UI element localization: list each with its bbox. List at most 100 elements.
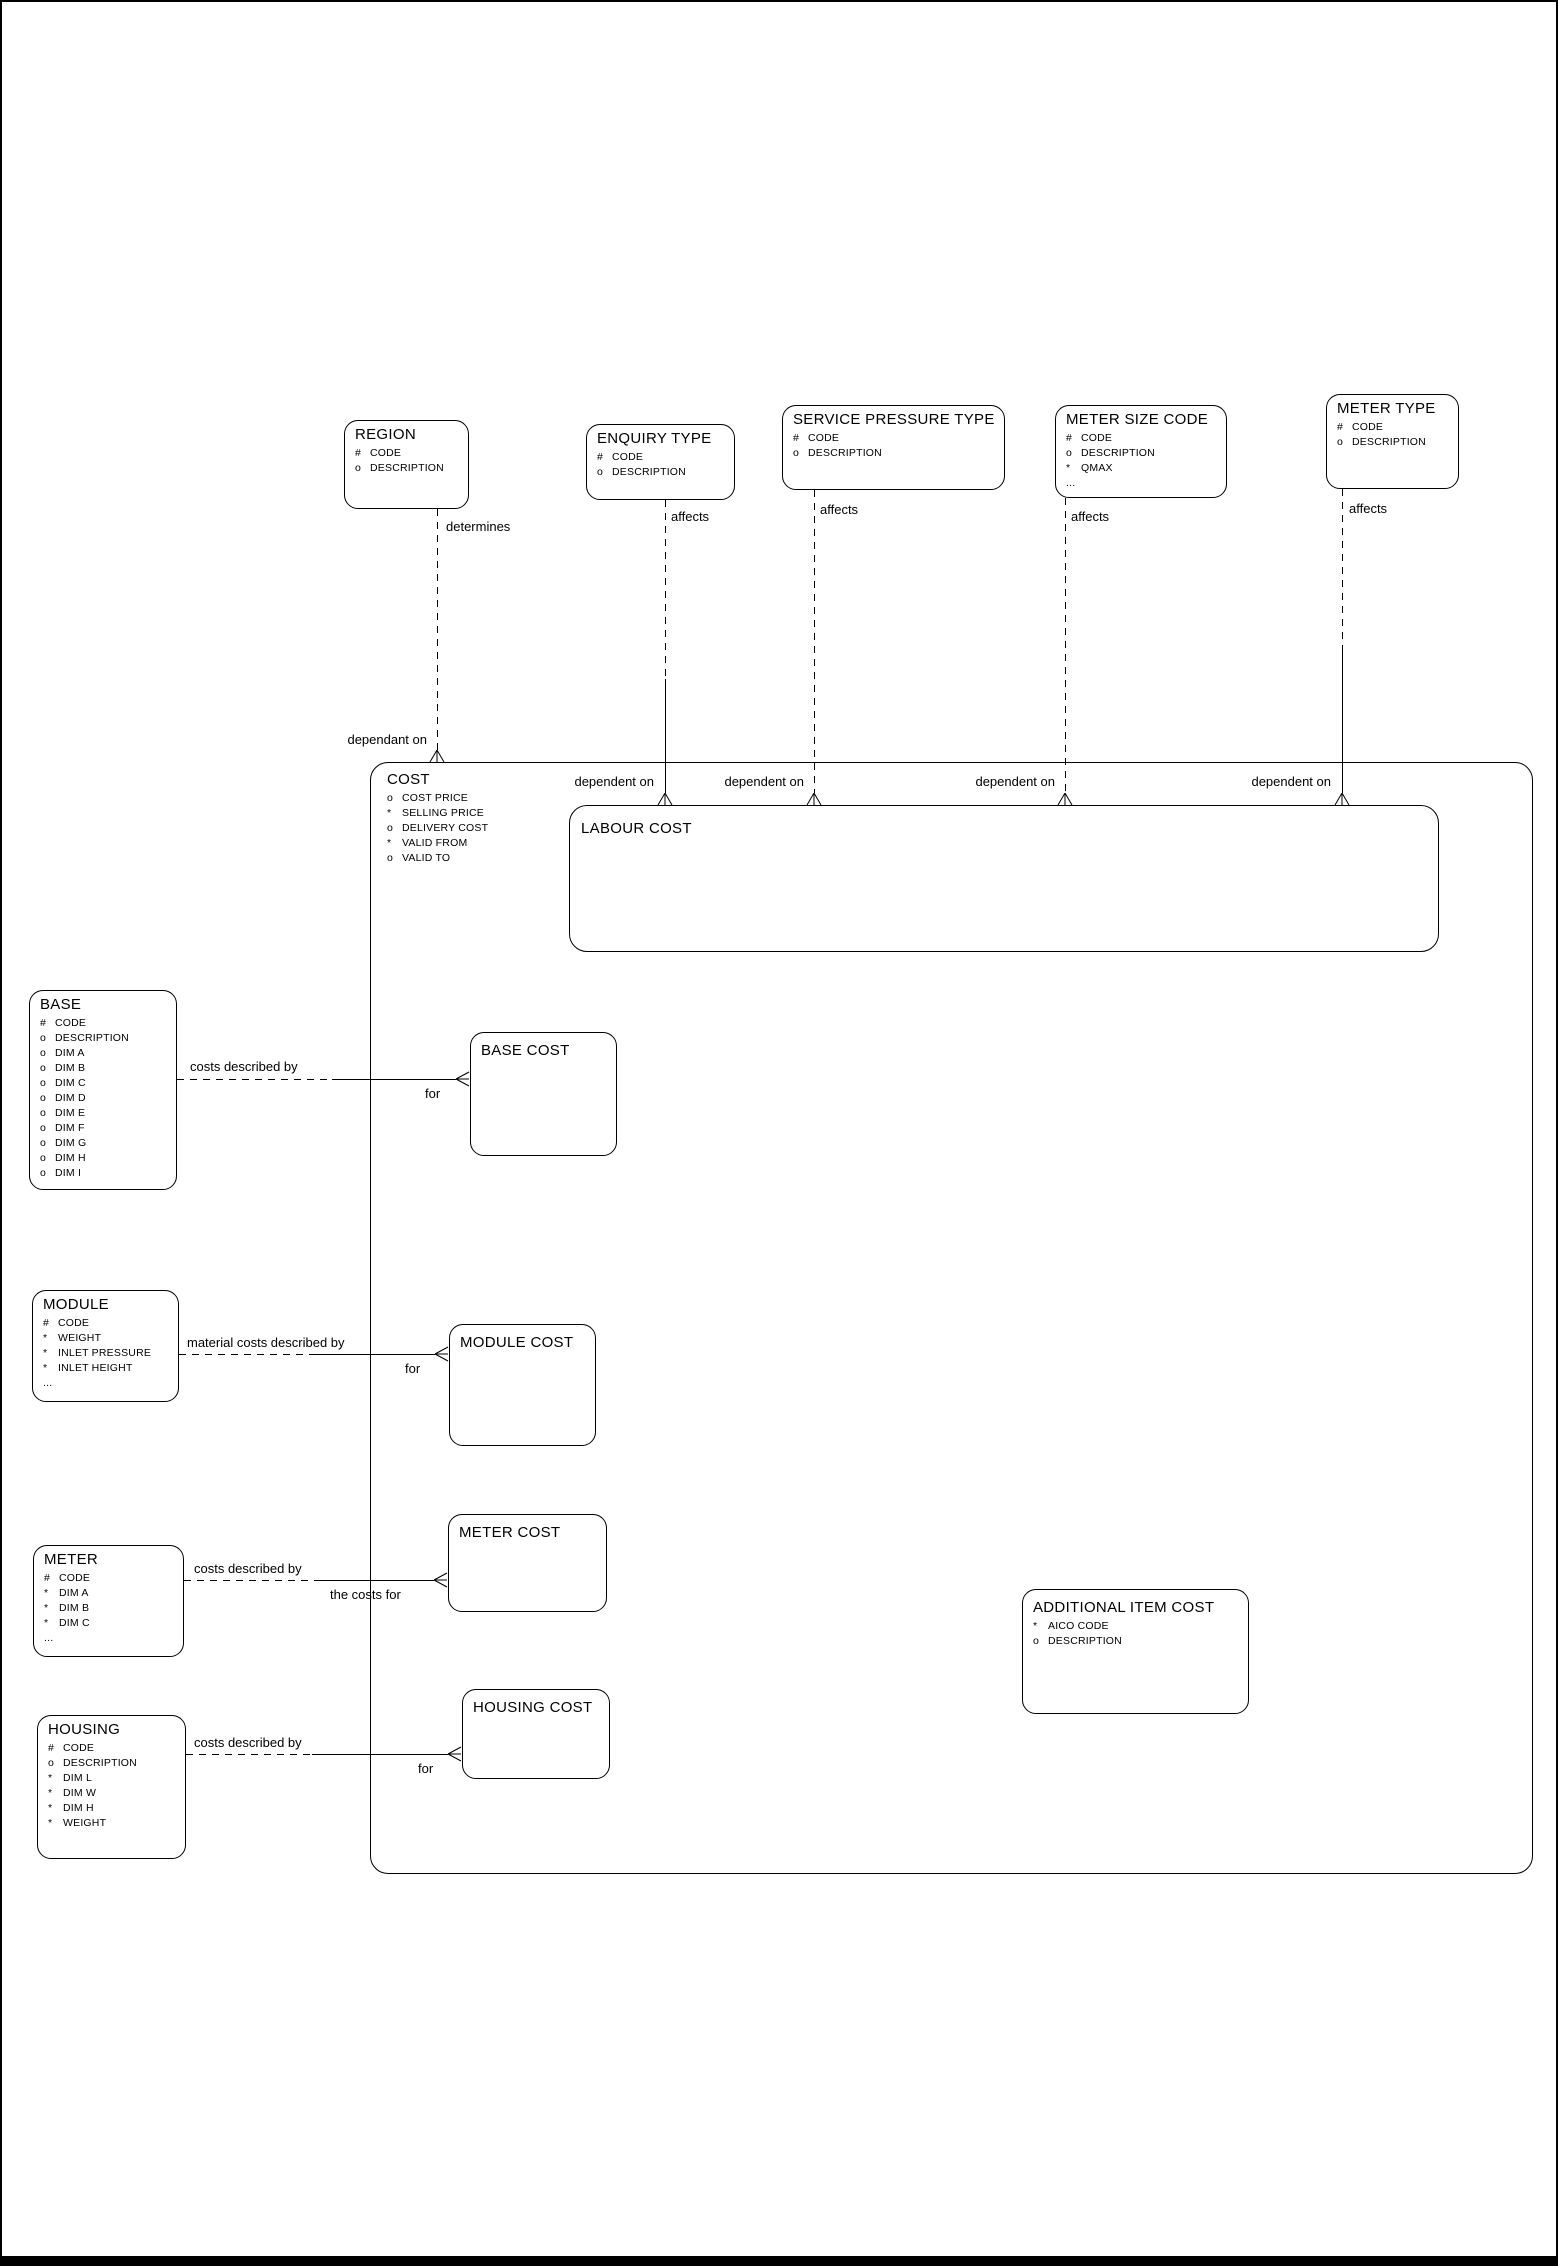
attr-name: CODE [1081, 432, 1113, 444]
attr-prefix: # [40, 1017, 47, 1029]
relationship-line-service-pressure-labour [814, 490, 815, 793]
relationship-label: dependent on [975, 774, 1055, 789]
attr-prefix: o [597, 466, 604, 478]
relationship-label: affects [671, 509, 710, 524]
attr-name: VALID TO [402, 852, 451, 864]
entity-attribute: o DESCRIPTION [597, 465, 730, 480]
attr-prefix: o [40, 1077, 47, 1089]
attr-prefix: * [43, 1347, 48, 1359]
attr-name: SELLING PRICE [402, 807, 484, 819]
entity-meter-cost[interactable]: METER COST [448, 1514, 607, 1612]
entity-attribute: ... [43, 1376, 174, 1391]
attr-name: QMAX [1081, 462, 1113, 474]
entity-attribute: # CODE [793, 431, 1000, 446]
relationship-line-meter-meter-cost [184, 1580, 317, 1581]
relationship-label: affects [1349, 501, 1388, 516]
attr-name: COST PRICE [402, 792, 468, 804]
attr-prefix: ... [1066, 477, 1076, 489]
entity-title: BASE COST [481, 1042, 570, 1059]
entity-attribute: *DIM A [44, 1586, 179, 1601]
attr-name: DESCRIPTION [612, 466, 686, 478]
entity-enquiry-type[interactable]: ENQUIRY TYPE #CODE o DESCRIPTION [586, 424, 735, 500]
entity-attribute: *WEIGHT [43, 1331, 174, 1346]
attr-prefix: o [40, 1092, 47, 1104]
entity-title: SERVICE PRESSURE TYPE [793, 411, 995, 428]
relationship-label: for [425, 1086, 441, 1101]
entity-title: ENQUIRY TYPE [597, 430, 712, 447]
attr-name: CODE [612, 451, 644, 463]
entity-title: METER TYPE [1337, 400, 1436, 417]
attr-prefix: o [1033, 1635, 1040, 1647]
entity-attribute: #CODE [1066, 431, 1222, 446]
entity-attribute: ... [1066, 476, 1222, 491]
relationship-label: affects [1071, 509, 1110, 524]
entity-attribute: *DIM C [44, 1616, 179, 1631]
attr-prefix: * [1033, 1620, 1038, 1632]
attr-prefix: * [44, 1587, 49, 1599]
entity-attribute: #CODE [597, 450, 730, 465]
entity-attribute: *DIM W [48, 1786, 181, 1801]
attr-name: CODE [63, 1742, 95, 1754]
entity-attribute: *DIM H [48, 1801, 181, 1816]
attr-name: INLET HEIGHT [58, 1362, 133, 1374]
crow-foot-icon [434, 1572, 448, 1588]
attr-name: DESCRIPTION [1048, 1635, 1122, 1647]
entity-module-cost[interactable]: MODULE COST [449, 1324, 596, 1446]
entity-attribute: * INLET PRESSURE [43, 1346, 174, 1361]
attr-name: DESCRIPTION [808, 447, 882, 459]
attr-name: DIM B [59, 1602, 90, 1614]
attr-name: DESCRIPTION [1352, 436, 1426, 448]
attr-name: DIM L [63, 1772, 93, 1784]
relationship-line-module-module-cost [315, 1354, 435, 1355]
relationship-line-housing-housing-cost [186, 1754, 312, 1755]
entity-labour-cost[interactable]: LABOUR COST [569, 805, 1439, 952]
attr-prefix: o [40, 1167, 47, 1179]
attr-prefix: o [1066, 447, 1073, 459]
attr-prefix: # [793, 432, 800, 444]
attr-prefix: * [48, 1817, 53, 1829]
attr-name: INLET PRESSURE [58, 1347, 152, 1359]
attr-prefix: o [40, 1047, 47, 1059]
attr-prefix: o [40, 1152, 47, 1164]
relationship-label: dependant on [347, 732, 427, 747]
attr-name: CODE [808, 432, 840, 444]
entity-meter[interactable]: METER #CODE *DIM A *DIM B *DIM C ... [33, 1545, 184, 1657]
relationship-label: for [418, 1761, 434, 1776]
entity-housing-cost[interactable]: HOUSING COST [462, 1689, 610, 1779]
relationship-line-enquiry-labour [665, 500, 666, 679]
attr-prefix: o [355, 462, 362, 474]
attr-name: CODE [1352, 421, 1384, 433]
attr-prefix: o [793, 447, 800, 459]
attr-prefix: # [48, 1742, 55, 1754]
attr-prefix: * [43, 1362, 48, 1374]
entity-module[interactable]: MODULE #CODE *WEIGHT *INLET PRESSURE *IN… [32, 1290, 179, 1402]
relationship-label: costs described by [194, 1735, 302, 1750]
entity-attribute: # CODE [48, 1741, 181, 1756]
entity-service-pressure-type[interactable]: SERVICE PRESSURE TYPE # CODE o DESCRIPTION [782, 405, 1005, 490]
attr-name: CODE [370, 447, 402, 459]
attr-name: DELIVERY COST [402, 822, 489, 834]
entity-base-cost[interactable]: BASE COST [470, 1032, 617, 1156]
relationship-line-base-base-cost [332, 1079, 456, 1080]
attr-prefix: o [40, 1122, 47, 1134]
relationship-line-region-cost [437, 509, 438, 750]
relationship-line-enquiry-labour [665, 679, 666, 793]
attr-name: DIM W [63, 1787, 97, 1799]
entity-attribute: o DESCRIPTION [1033, 1634, 1244, 1649]
attr-prefix: # [1337, 421, 1344, 433]
